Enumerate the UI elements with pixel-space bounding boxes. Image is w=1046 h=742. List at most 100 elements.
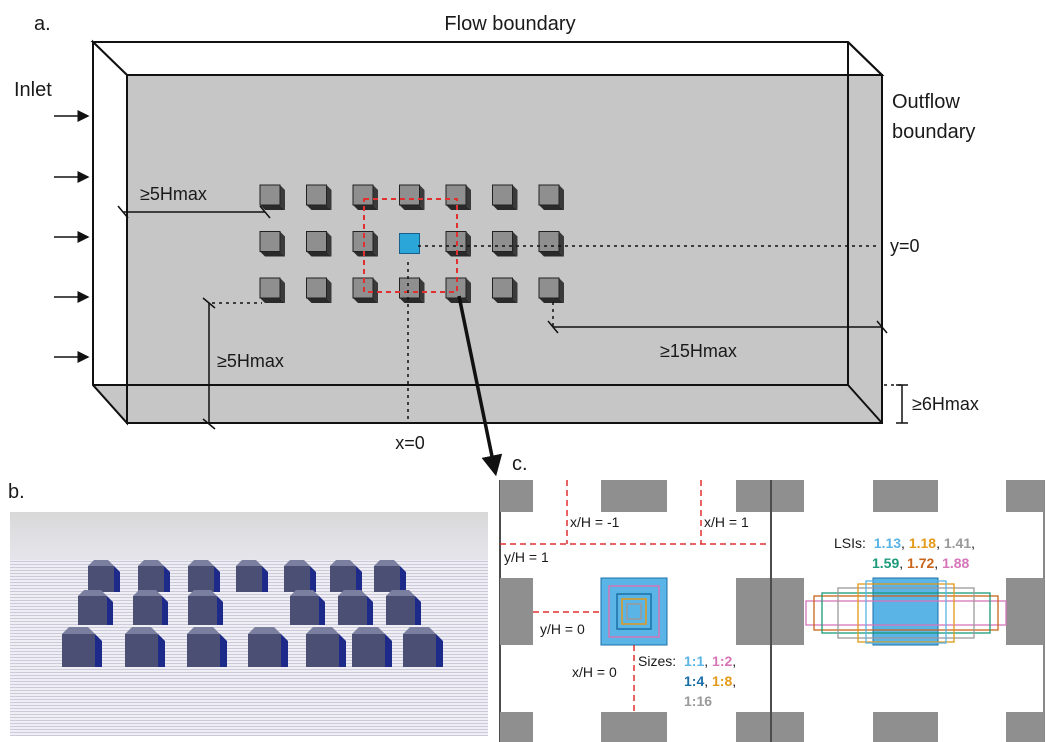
cube <box>259 231 285 257</box>
rendered-cube-array <box>62 560 443 667</box>
size-1-4: 1:4 <box>684 673 704 689</box>
neighbor-cube <box>772 578 804 645</box>
rendered-cube <box>78 590 113 625</box>
cube <box>306 184 332 210</box>
lsi-1-41: 1.41 <box>944 535 971 551</box>
size-1-16: 1:16 <box>684 693 712 709</box>
rendered-cube <box>187 627 227 667</box>
domain-floor <box>93 385 882 423</box>
cube <box>306 231 332 257</box>
neighbor-cube <box>873 712 938 742</box>
neighbor-cube <box>772 712 804 742</box>
domain-top-face <box>90 41 885 76</box>
neighbor-cube <box>601 480 667 512</box>
rendered-cube <box>133 590 168 625</box>
rendered-cube <box>248 627 288 667</box>
neighbor-cube <box>736 712 770 742</box>
unit-cell-outline <box>363 198 458 293</box>
rendered-cube <box>386 590 421 625</box>
neighbor-cube <box>873 480 938 512</box>
lsi-1-88: 1.88 <box>942 555 969 571</box>
panel-a: a. Flow boundary Inlet Outflow boundary <box>14 13 979 477</box>
cube <box>399 277 425 303</box>
panel-b: b. <box>8 481 488 736</box>
rendered-cube <box>306 627 346 667</box>
lsi-1-72: 1.72 <box>907 555 934 571</box>
neighbor-cube <box>500 712 533 742</box>
rendered-cube <box>125 627 165 667</box>
lateral-distance-label: ≥5Hmax <box>217 351 284 371</box>
cube <box>306 277 332 303</box>
neighbor-cube <box>1006 712 1044 742</box>
right-neighbor-cubes <box>772 480 1044 742</box>
domain-frame <box>126 74 883 424</box>
window-1-2 <box>608 585 660 638</box>
zoom-arrow <box>457 295 503 477</box>
outflow-label-line1: Outflow <box>892 91 960 113</box>
downstream-distance-label: ≥15Hmax <box>660 341 737 361</box>
lsis-legend: LSIs: 1.13, 1.18, 1.41, 1.59, 1.72, 1.88 <box>834 535 979 571</box>
lsis-title: LSIs: <box>834 535 866 551</box>
cube <box>259 184 285 210</box>
lsi-1-13: 1.13 <box>874 535 901 551</box>
outflow-label-line2: boundary <box>892 121 975 143</box>
rendered-cube <box>374 560 406 592</box>
lsi-window-1-88 <box>805 600 1007 626</box>
cube <box>352 184 378 210</box>
target-cube-marker <box>399 233 420 254</box>
lsi-windows <box>805 580 1007 644</box>
cube <box>445 231 471 257</box>
panel-a-letter: a. <box>34 13 51 35</box>
rendered-cube <box>403 627 443 667</box>
flow-boundary-label: Flow boundary <box>444 13 575 35</box>
rendered-cube <box>330 560 362 592</box>
rendered-cube <box>290 590 325 625</box>
lsi-window-1-72 <box>813 595 999 631</box>
inlet-label: Inlet <box>14 79 52 101</box>
window-1-8 <box>621 598 647 625</box>
lsi-window-1-41 <box>837 587 975 639</box>
rendered-cube <box>188 590 223 625</box>
inlet-arrows <box>54 110 90 363</box>
upstream-distance-label: ≥5Hmax <box>140 184 207 204</box>
cube <box>445 184 471 210</box>
rendered-cube <box>62 627 102 667</box>
neighbor-cube <box>601 712 667 742</box>
cube <box>538 277 564 303</box>
left-neighbor-cubes <box>500 480 770 742</box>
cube <box>399 184 425 210</box>
cube <box>492 277 518 303</box>
cube <box>492 184 518 210</box>
lsi-window-1-13 <box>865 580 947 644</box>
x-origin-label: x=0 <box>395 433 425 453</box>
sizes-legend: Sizes: 1:1, 1:2, 1:4, 1:8, 1:16 <box>638 653 740 709</box>
domain-inlet-face <box>92 39 128 426</box>
cube <box>538 231 564 257</box>
panel-c-letter: c. <box>512 453 528 475</box>
lsi-window-1-18 <box>857 583 955 643</box>
y-origin-label: y=0 <box>890 236 920 256</box>
neighbor-cube <box>736 578 770 645</box>
neighbor-cube <box>500 480 533 512</box>
size-1-8: 1:8 <box>712 673 732 689</box>
neighbor-cube <box>772 480 804 512</box>
xh-pos1-label: x/H = 1 <box>704 514 749 530</box>
yh-1-label: y/H = 1 <box>504 549 549 565</box>
rendered-cube <box>338 590 373 625</box>
panel-b-letter: b. <box>8 481 25 503</box>
neighbor-cube <box>1006 578 1044 645</box>
neighbor-cube <box>500 578 533 645</box>
size-1-2: 1:2 <box>712 653 732 669</box>
cube <box>352 231 378 257</box>
xh-0-label: x/H = 0 <box>572 664 617 680</box>
height-distance-label: ≥6Hmax <box>912 394 979 414</box>
lsi-window-1-59 <box>821 592 991 634</box>
window-1-4 <box>616 593 652 630</box>
window-1-16 <box>626 603 642 620</box>
rendered-cube <box>138 560 170 592</box>
probe-lines <box>500 480 770 712</box>
target-cube-right <box>872 577 939 646</box>
lsi-1-18: 1.18 <box>909 535 936 551</box>
cube <box>492 231 518 257</box>
